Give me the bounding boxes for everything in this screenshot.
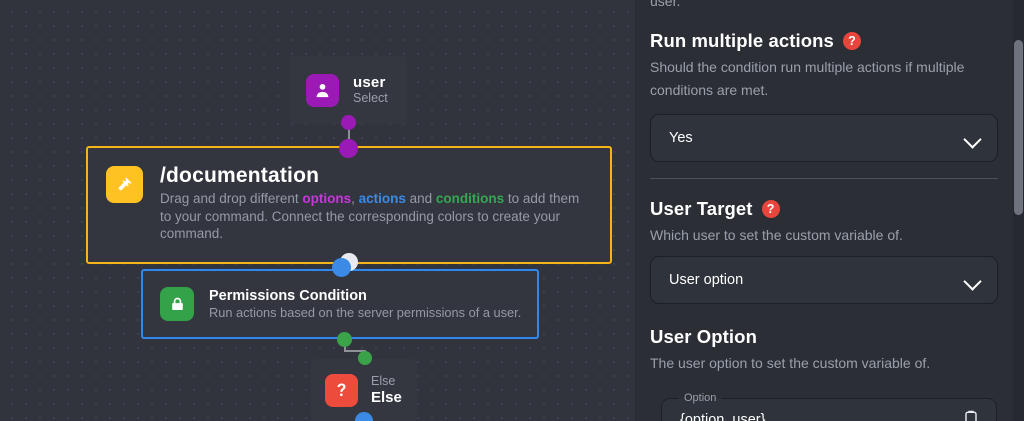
connector-dot-else-condition-input[interactable] xyxy=(358,351,372,365)
else-node-label: Else xyxy=(371,373,396,388)
desc-part-1: Drag and drop different xyxy=(160,191,303,206)
wire-user-to-documentation xyxy=(348,122,350,150)
properties-panel: user. Run multiple actions ? Should the … xyxy=(635,0,1024,421)
run-multiple-actions-title: Run multiple actions xyxy=(650,30,834,51)
panel-scrollbar-thumb[interactable] xyxy=(1014,40,1023,215)
permissions-node-subtitle: Run actions based on the server permissi… xyxy=(209,305,522,320)
node-documentation[interactable]: /documentation Drag and drop different o… xyxy=(86,146,612,264)
flow-canvas[interactable]: /documentation Drag and drop different o… xyxy=(0,0,635,421)
field-user-option: User Option The user option to set the c… xyxy=(649,326,998,421)
user-target-value: User option xyxy=(669,272,744,288)
user-option-input-value[interactable]: {option_user} xyxy=(680,411,766,421)
section-divider-1 xyxy=(650,178,998,179)
user-option-header: User Option xyxy=(650,326,998,348)
keyword-options: options xyxy=(302,191,352,206)
connector-dot-documentation-option-input[interactable] xyxy=(339,139,358,158)
field-run-multiple-actions: Run multiple actions ? Should the condit… xyxy=(649,30,998,162)
keyword-actions: actions xyxy=(358,191,406,206)
wire-permissions-segment-horizontal xyxy=(344,350,366,352)
user-target-header: User Target ? xyxy=(650,198,998,220)
properties-panel-inner: user. Run multiple actions ? Should the … xyxy=(649,0,998,421)
question-mark-icon xyxy=(325,373,358,407)
user-target-select[interactable]: User option xyxy=(650,256,998,304)
user-node-text: user Select xyxy=(353,74,388,106)
user-target-description: Which user to set the custom variable of… xyxy=(650,227,903,243)
run-multiple-actions-description: Should the condition run multiple action… xyxy=(650,59,965,98)
user-option-input-wrap[interactable]: Option {option_user} xyxy=(661,393,997,421)
desc-part-2: , xyxy=(351,191,359,206)
node-else[interactable]: Else Else xyxy=(311,359,417,421)
permissions-node-text: Permissions Condition Run actions based … xyxy=(209,287,521,321)
user-target-title: User Target xyxy=(650,198,753,219)
clipboard-icon[interactable] xyxy=(961,409,981,421)
node-permissions-condition[interactable]: Permissions Condition Run actions based … xyxy=(141,269,539,339)
else-node-title: Else xyxy=(371,388,402,406)
connector-dot-else-action-output[interactable] xyxy=(355,412,373,421)
run-multiple-actions-header: Run multiple actions ? xyxy=(650,30,998,52)
hammer-icon xyxy=(106,166,143,203)
permissions-node-title: Permissions Condition xyxy=(209,288,367,304)
documentation-description: Drag and drop different options, actions… xyxy=(160,190,590,243)
user-option-input-label: Option xyxy=(684,392,717,404)
user-option-title: User Option xyxy=(650,326,757,347)
connector-dot-user-output[interactable] xyxy=(341,115,356,130)
else-node-text: Else Else xyxy=(371,374,402,407)
help-icon-user-target[interactable]: ? xyxy=(761,200,780,218)
lock-icon xyxy=(160,287,194,321)
desc-part-3: and xyxy=(405,191,436,206)
user-option-input-outline: Option xyxy=(661,393,997,421)
person-icon xyxy=(306,73,339,107)
documentation-text: /documentation Drag and drop different o… xyxy=(160,163,590,243)
documentation-title: /documentation xyxy=(160,164,320,187)
help-icon-run-multiple-actions[interactable]: ? xyxy=(842,32,861,50)
run-multiple-actions-value: Yes xyxy=(669,130,693,146)
user-option-description: The user option to set the custom variab… xyxy=(650,355,931,371)
run-multiple-actions-select[interactable]: Yes xyxy=(650,114,998,162)
node-user[interactable]: user Select xyxy=(290,56,407,124)
user-node-subtitle: Select xyxy=(353,91,388,105)
connector-dot-permissions-condition-output[interactable] xyxy=(337,332,352,347)
previous-field-description-overflow: user. xyxy=(650,0,681,9)
field-user-target: User Target ? Which user to set the cust… xyxy=(649,198,998,304)
user-node-title: user xyxy=(353,74,386,91)
chevron-down-icon xyxy=(963,130,982,149)
connector-dot-documentation-action-output[interactable] xyxy=(332,258,351,277)
desc-part-4: to add them to your command. Connect the… xyxy=(160,191,580,241)
keyword-conditions: conditions xyxy=(435,191,505,206)
chevron-down-icon xyxy=(963,272,982,291)
